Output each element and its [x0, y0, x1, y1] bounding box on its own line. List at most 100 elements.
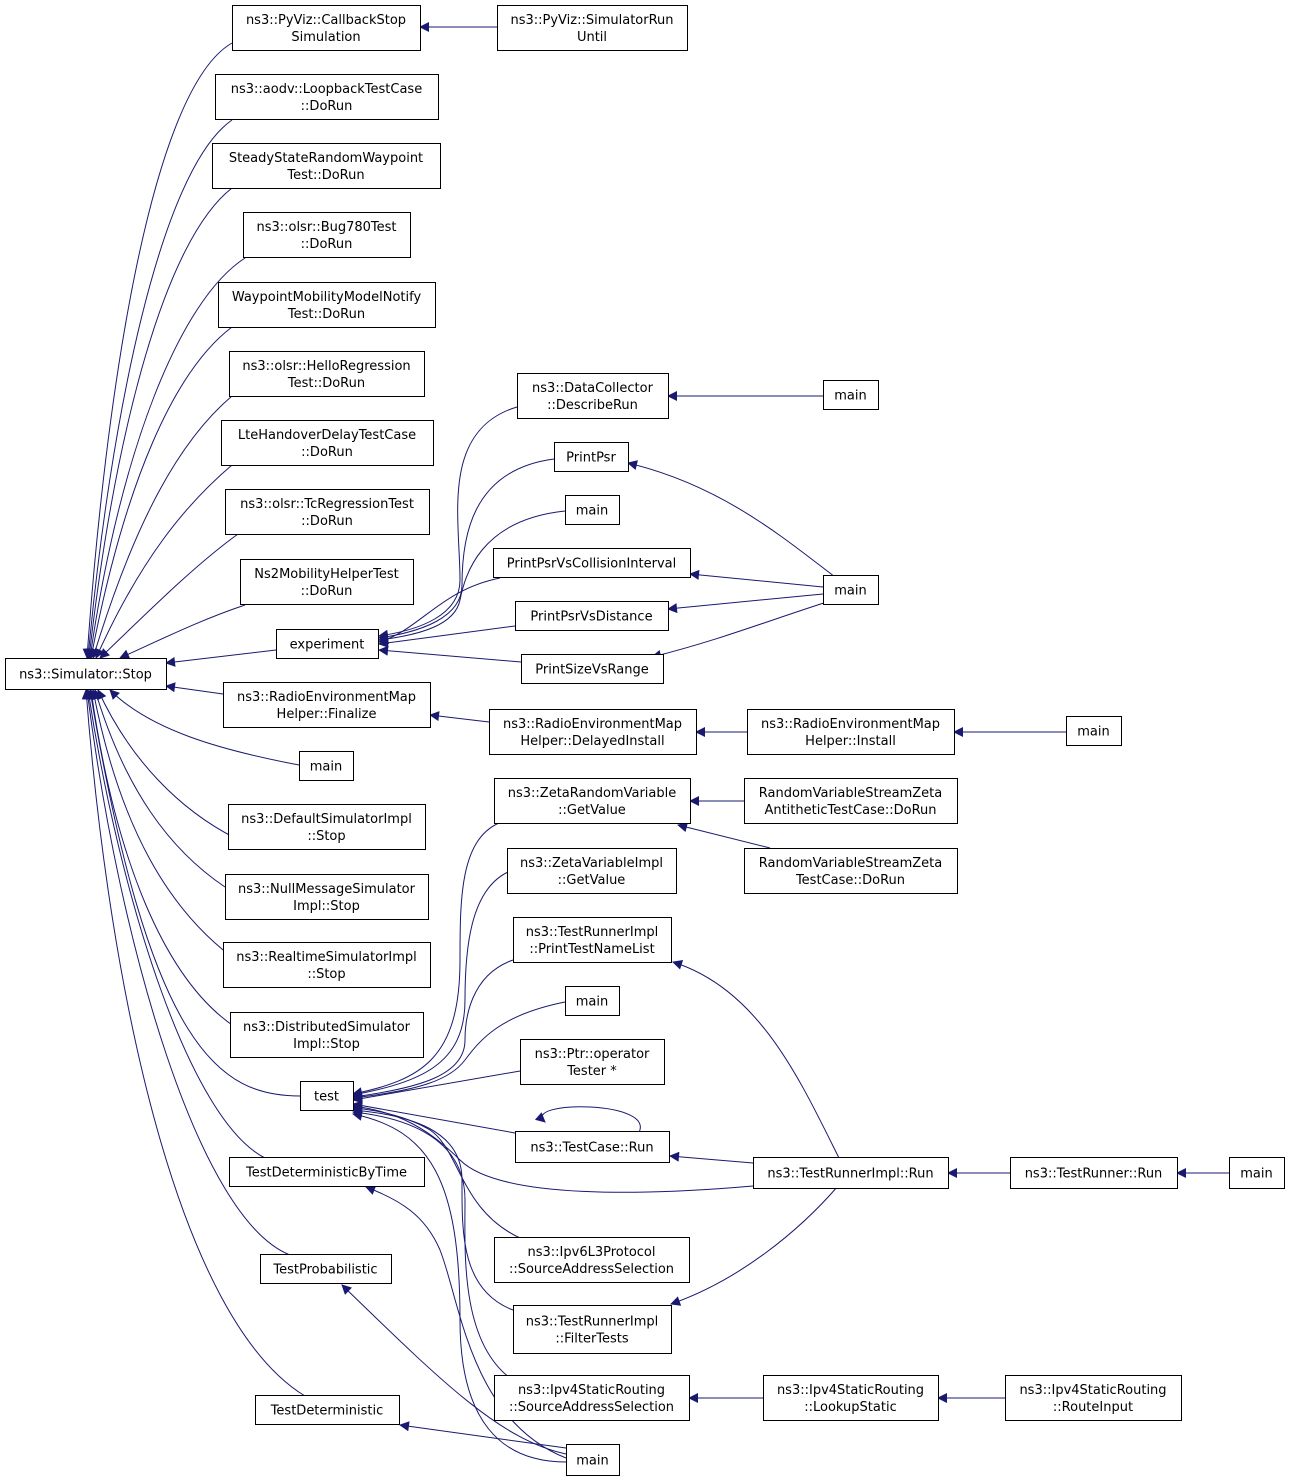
node-label: ns3::RadioEnvironmentMap	[761, 717, 940, 732]
node-label: ns3::DistributedSimulator	[243, 1020, 411, 1035]
edge-trirun-to-tcrun	[669, 1151, 754, 1164]
node-trprint[interactable]: ns3::TestRunnerImpl::PrintTestNameList	[513, 917, 672, 963]
node-trirun[interactable]: ns3::TestRunnerImpl::Run	[753, 1157, 949, 1189]
node-printpsr[interactable]: PrintPsr	[554, 442, 629, 472]
edge-main-d-to-psrdist	[667, 593, 824, 614]
node-defsim[interactable]: ns3::DefaultSimulatorImpl::Stop	[228, 804, 426, 850]
node-tcrun[interactable]: ns3::TestCase::Run	[515, 1131, 670, 1163]
node-box	[232, 5, 421, 51]
edge-main-h-to-tprob	[341, 1284, 567, 1455]
node-box	[255, 1395, 400, 1425]
node-routeinput[interactable]: ns3::Ipv4StaticRouting::RouteInput	[1005, 1375, 1182, 1421]
node-label: ::PrintTestNameList	[529, 942, 654, 957]
node-box	[566, 1444, 620, 1476]
node-label: ::SourceAddressSelection	[509, 1400, 674, 1415]
node-main-d[interactable]: main	[823, 575, 879, 605]
edge-nullmsg-to-stop	[92, 689, 226, 888]
node-main-a[interactable]: main	[299, 751, 354, 781]
edge-aodv-to-stop	[83, 119, 233, 659]
node-label: ::GetValue	[558, 873, 626, 888]
node-ipv4src[interactable]: ns3::Ipv4StaticRouting::SourceAddressSel…	[494, 1375, 690, 1421]
node-label: ::DoRun	[301, 237, 353, 252]
node-tcreg[interactable]: ns3::olsr::TcRegressionTest::DoRun	[225, 489, 430, 535]
node-tprob[interactable]: TestProbabilistic	[260, 1254, 392, 1284]
node-bug780[interactable]: ns3::olsr::Bug780Test::DoRun	[243, 212, 411, 258]
node-label: experiment	[290, 638, 365, 653]
node-label: main	[576, 1454, 608, 1469]
edge-ptrop-to-test	[352, 1070, 521, 1104]
edge-main-a-to-stop	[109, 689, 300, 766]
node-label: main	[310, 760, 342, 775]
node-main-b[interactable]: main	[823, 380, 879, 410]
node-zetarv[interactable]: ns3::ZetaRandomVariable::GetValue	[494, 778, 691, 824]
node-box	[243, 212, 411, 258]
node-test[interactable]: test	[300, 1081, 354, 1111]
node-ns2mob[interactable]: Ns2MobilityHelperTest::DoRun	[240, 559, 414, 605]
node-box	[240, 559, 414, 605]
edge-tdet-to-stop	[81, 689, 306, 1397]
node-box	[565, 495, 620, 525]
node-rvsza[interactable]: RandomVariableStreamZetaAntitheticTestCa…	[744, 778, 958, 824]
node-label: main	[576, 995, 608, 1010]
node-label: main	[834, 584, 866, 599]
node-realtime[interactable]: ns3::RealtimeSimulatorImpl::Stop	[223, 942, 431, 988]
node-label: Ns2MobilityHelperTest	[254, 567, 398, 582]
node-sizerange[interactable]: PrintSizeVsRange	[521, 654, 664, 684]
edge-tcreg-to-stop	[99, 533, 239, 659]
node-psrdist[interactable]: PrintPsrVsDistance	[515, 601, 669, 631]
node-main-f[interactable]: main	[565, 986, 620, 1016]
node-label: ns3::Ptr::operator	[535, 1047, 650, 1062]
node-remdelay[interactable]: ns3::RadioEnvironmentMapHelper::DelayedI…	[489, 709, 697, 755]
node-trrun[interactable]: ns3::TestRunner::Run	[1010, 1157, 1178, 1189]
node-label: ::DoRun	[301, 584, 353, 599]
node-box	[494, 1375, 690, 1421]
node-label: Impl::Stop	[293, 899, 360, 914]
node-main-c[interactable]: main	[565, 495, 620, 525]
node-tdet[interactable]: TestDeterministic	[255, 1395, 400, 1425]
node-psrcoll[interactable]: PrintPsrVsCollisionInterval	[493, 548, 691, 578]
node-label: ns3::TestCase::Run	[530, 1141, 653, 1156]
node-main-e[interactable]: main	[1066, 716, 1122, 746]
node-label: ns3::TestRunner::Run	[1025, 1167, 1163, 1182]
node-lookup[interactable]: ns3::Ipv4StaticRouting::LookupStatic	[763, 1375, 939, 1421]
edge-zetavi-to-test	[352, 871, 509, 1099]
node-main-h[interactable]: main	[566, 1444, 620, 1476]
node-describe[interactable]: ns3::DataCollector::DescribeRun	[517, 373, 669, 419]
node-label: Impl::Stop	[293, 1037, 360, 1052]
node-zetavi[interactable]: ns3::ZetaVariableImpl::GetValue	[507, 848, 677, 894]
node-label: Test::DoRun	[287, 307, 365, 322]
node-stop[interactable]: ns3::Simulator::Stop	[5, 658, 167, 690]
edge-main-h-to-tdet	[399, 1421, 567, 1449]
node-box	[744, 778, 958, 824]
node-label: TestDeterministicByTime	[245, 1166, 407, 1181]
node-lteho[interactable]: LteHandoverDelayTestCase::DoRun	[221, 420, 434, 466]
node-label: TestCase::DoRun	[795, 873, 905, 888]
node-label: ::Stop	[307, 967, 345, 982]
edge-steady-to-stop	[85, 187, 233, 659]
node-tdbt[interactable]: TestDeterministicByTime	[229, 1157, 425, 1187]
node-label: main	[576, 504, 608, 519]
node-box	[823, 380, 879, 410]
node-trfilter[interactable]: ns3::TestRunnerImpl::FilterTests	[513, 1305, 672, 1354]
node-label: main	[1240, 1167, 1272, 1182]
node-label: RandomVariableStreamZeta	[759, 856, 942, 871]
node-ipv6src[interactable]: ns3::Ipv6L3Protocol::SourceAddressSelect…	[494, 1237, 690, 1283]
node-label: ns3::olsr::Bug780Test	[256, 220, 396, 235]
node-box	[228, 804, 426, 850]
node-aodv[interactable]: ns3::aodv::LoopbackTestCase::DoRun	[215, 74, 439, 120]
graph-nodes: ns3::Simulator::Stop ns3::PyViz::Callback…	[5, 5, 1285, 1476]
node-experiment[interactable]: experiment	[276, 629, 379, 659]
node-main-g[interactable]: main	[1229, 1157, 1285, 1189]
edge-main-f-to-test	[352, 1001, 566, 1102]
